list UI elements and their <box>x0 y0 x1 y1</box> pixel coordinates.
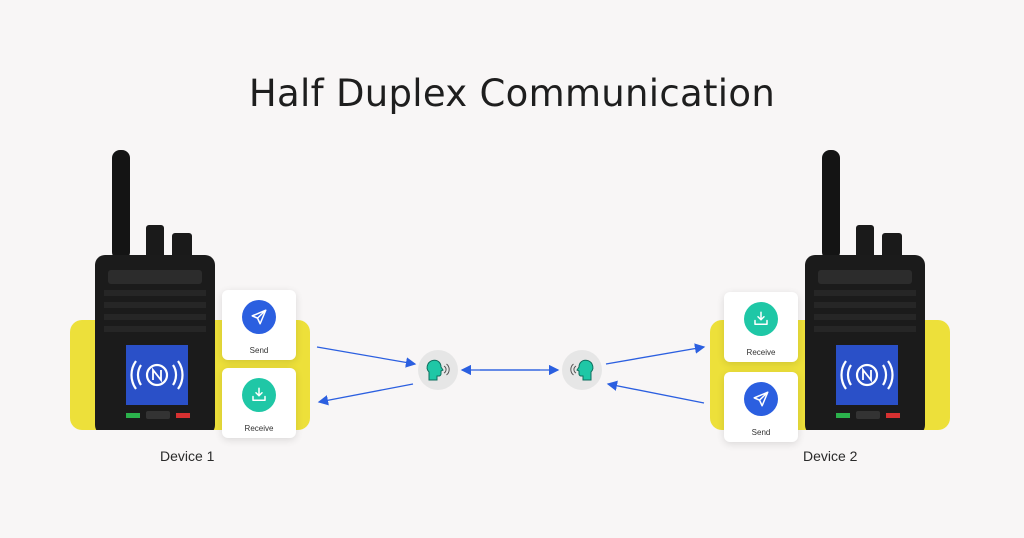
device-1-receive-label: Receive <box>244 424 274 433</box>
arrow-left-speaker-to-receive <box>317 383 414 406</box>
device-2-receive-label: Receive <box>746 348 776 357</box>
arrow-right-speaker-to-receive <box>605 343 706 365</box>
device-2-receive-card[interactable]: Receive <box>724 292 798 362</box>
device-1-send-label: Send <box>249 346 269 355</box>
speaker-right <box>562 350 602 390</box>
send-icon <box>242 300 276 334</box>
device-1-label: Device 1 <box>160 448 215 464</box>
device-1-receive-card[interactable]: Receive <box>222 368 296 438</box>
receive-icon <box>242 378 276 412</box>
arrow-send-to-right-speaker <box>606 380 705 404</box>
device-1-radio-icon <box>95 150 215 430</box>
device-2-label: Device 2 <box>803 448 858 464</box>
page-title: Half Duplex Communication <box>248 72 776 115</box>
speaking-head-icon <box>426 359 450 381</box>
speaking-head-icon <box>570 359 594 381</box>
device-1-send-card[interactable]: Send <box>222 290 296 360</box>
speaker-left <box>418 350 458 390</box>
device-2-send-label: Send <box>751 428 771 437</box>
arrow-send-to-left-speaker <box>316 346 417 368</box>
device-2-radio-icon <box>805 150 925 430</box>
send-icon <box>744 382 778 416</box>
device-2-send-card[interactable]: Send <box>724 372 798 442</box>
receive-icon <box>744 302 778 336</box>
